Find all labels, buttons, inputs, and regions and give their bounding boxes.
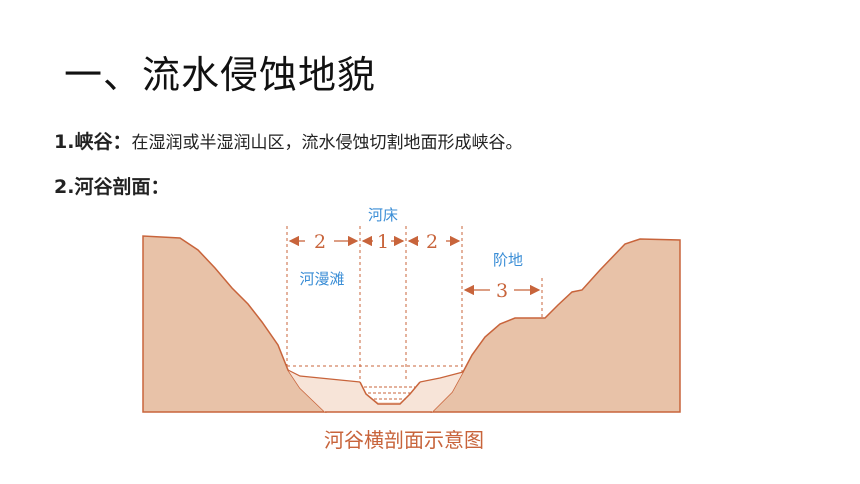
gorge-text: 在湿润或半湿润山区，流水侵蚀切割地面形成峡谷。 (131, 133, 523, 153)
page-title: 一、流水侵蚀地貌 (64, 53, 377, 97)
floodplain-area (288, 370, 463, 412)
dimension-arrows (288, 235, 541, 296)
width-label-terrace: 3 (496, 280, 508, 302)
dashed-guide-lines (286, 226, 543, 382)
right-valley-slope (430, 238, 681, 413)
gorge-definition: 1.峡谷：在湿润或半湿润山区，流水侵蚀切割地面形成峡谷。 (54, 127, 522, 154)
floodplain-label: 河漫滩 (299, 270, 344, 288)
width-label-right: 2 (426, 231, 438, 253)
width-label-center: 1 (377, 231, 389, 253)
gorge-label: 1.峡谷： (54, 131, 132, 153)
left-valley-slope (142, 235, 327, 413)
terrace-label: 阶地 (493, 251, 523, 269)
valley-profile-label: 2.河谷剖面： (54, 176, 170, 198)
river-channel (359, 381, 421, 405)
river-water-lines (364, 386, 416, 400)
riverbed-label: 河床 (368, 206, 398, 224)
width-label-left: 2 (314, 231, 326, 253)
diagram-caption: 河谷横剖面示意图 (324, 428, 484, 452)
floodplain-surface-line (287, 369, 464, 383)
